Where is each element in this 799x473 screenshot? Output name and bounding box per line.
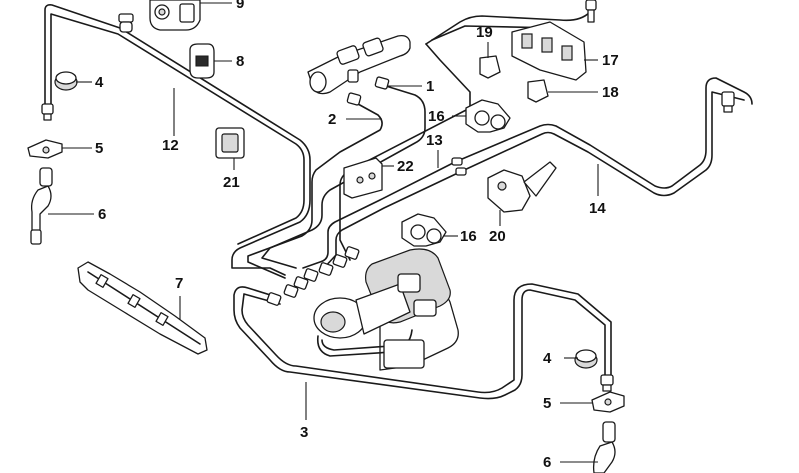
- fitting-top-left: [41, 103, 54, 121]
- hydraulic-unit: [313, 248, 459, 371]
- part-17-holder: [511, 21, 587, 81]
- callout-labels: 1 2 3 4 4 5 5 6 6 7 8 9 12 13 14 16 16 1…: [95, 0, 619, 471]
- callout-13: 13: [426, 132, 443, 149]
- fitting-low-right: [600, 374, 614, 392]
- pipe-top-right: [425, 3, 593, 45]
- part-20-holder: [487, 161, 557, 213]
- joint-13b: [455, 167, 467, 176]
- callout-4-left: 4: [95, 74, 104, 91]
- callout-6-right: 6: [543, 454, 551, 471]
- callout-3: 3: [300, 424, 308, 441]
- part-21-bracket: [215, 127, 245, 159]
- callout-6-left: 6: [98, 206, 106, 223]
- part-16-clamp-upper: [465, 99, 511, 133]
- callout-4-right: 4: [543, 350, 552, 367]
- joint-13a: [451, 157, 463, 166]
- callout-16-upper: 16: [428, 108, 445, 125]
- callout-9: 9: [236, 0, 244, 12]
- pipe-12-inner: [50, 13, 305, 245]
- pipe-13: [302, 161, 456, 269]
- part-6-hose-right: [592, 421, 616, 473]
- callout-19: 19: [476, 24, 493, 41]
- fitting-top-right: [585, 0, 597, 23]
- leader-lines: [48, 2, 599, 463]
- part-22-plate: [343, 157, 383, 199]
- pipe-14: [454, 77, 753, 189]
- part-5-clamp-right: [591, 391, 625, 413]
- callout-7: 7: [175, 275, 183, 292]
- callout-16-lower: 16: [460, 228, 477, 245]
- callout-18: 18: [602, 84, 619, 101]
- pipe-1: [261, 85, 426, 269]
- master-cylinder: [307, 34, 411, 106]
- pipe-14b: [459, 91, 745, 197]
- callout-1: 1: [426, 78, 434, 95]
- pump-connectors: [266, 246, 360, 306]
- callout-5-left: 5: [95, 140, 103, 157]
- callout-5-right: 5: [543, 395, 551, 412]
- pipe-12: [44, 4, 311, 276]
- part-19-grommet: [479, 55, 501, 79]
- callout-20: 20: [489, 228, 506, 245]
- part-16-clamp-lower: [401, 213, 447, 247]
- pipe-13b: [321, 171, 461, 271]
- part-7-rail: [77, 261, 208, 355]
- pipe-2: [247, 103, 383, 279]
- pipe-fittings: [41, 0, 735, 392]
- callout-2: 2: [328, 111, 336, 128]
- part-5-clamp-left: [27, 139, 63, 159]
- part-9-bracket: [118, 0, 201, 33]
- callout-21: 21: [223, 174, 240, 191]
- callout-12: 12: [162, 137, 179, 154]
- part-8-clip: [189, 43, 215, 79]
- callout-22: 22: [397, 158, 414, 175]
- callout-17: 17: [602, 52, 619, 69]
- part-4-grommet-left: [54, 71, 78, 91]
- callout-14: 14: [589, 200, 606, 217]
- brake-pipes: [44, 3, 753, 400]
- pipe-3: [233, 286, 606, 400]
- part-18-grommet: [527, 79, 549, 103]
- fitting-right-end: [721, 91, 735, 113]
- pipe-3b: [241, 283, 612, 394]
- callout-8: 8: [236, 53, 244, 70]
- part-4-grommet-right: [574, 349, 598, 369]
- part-6-hose-left: [30, 167, 53, 245]
